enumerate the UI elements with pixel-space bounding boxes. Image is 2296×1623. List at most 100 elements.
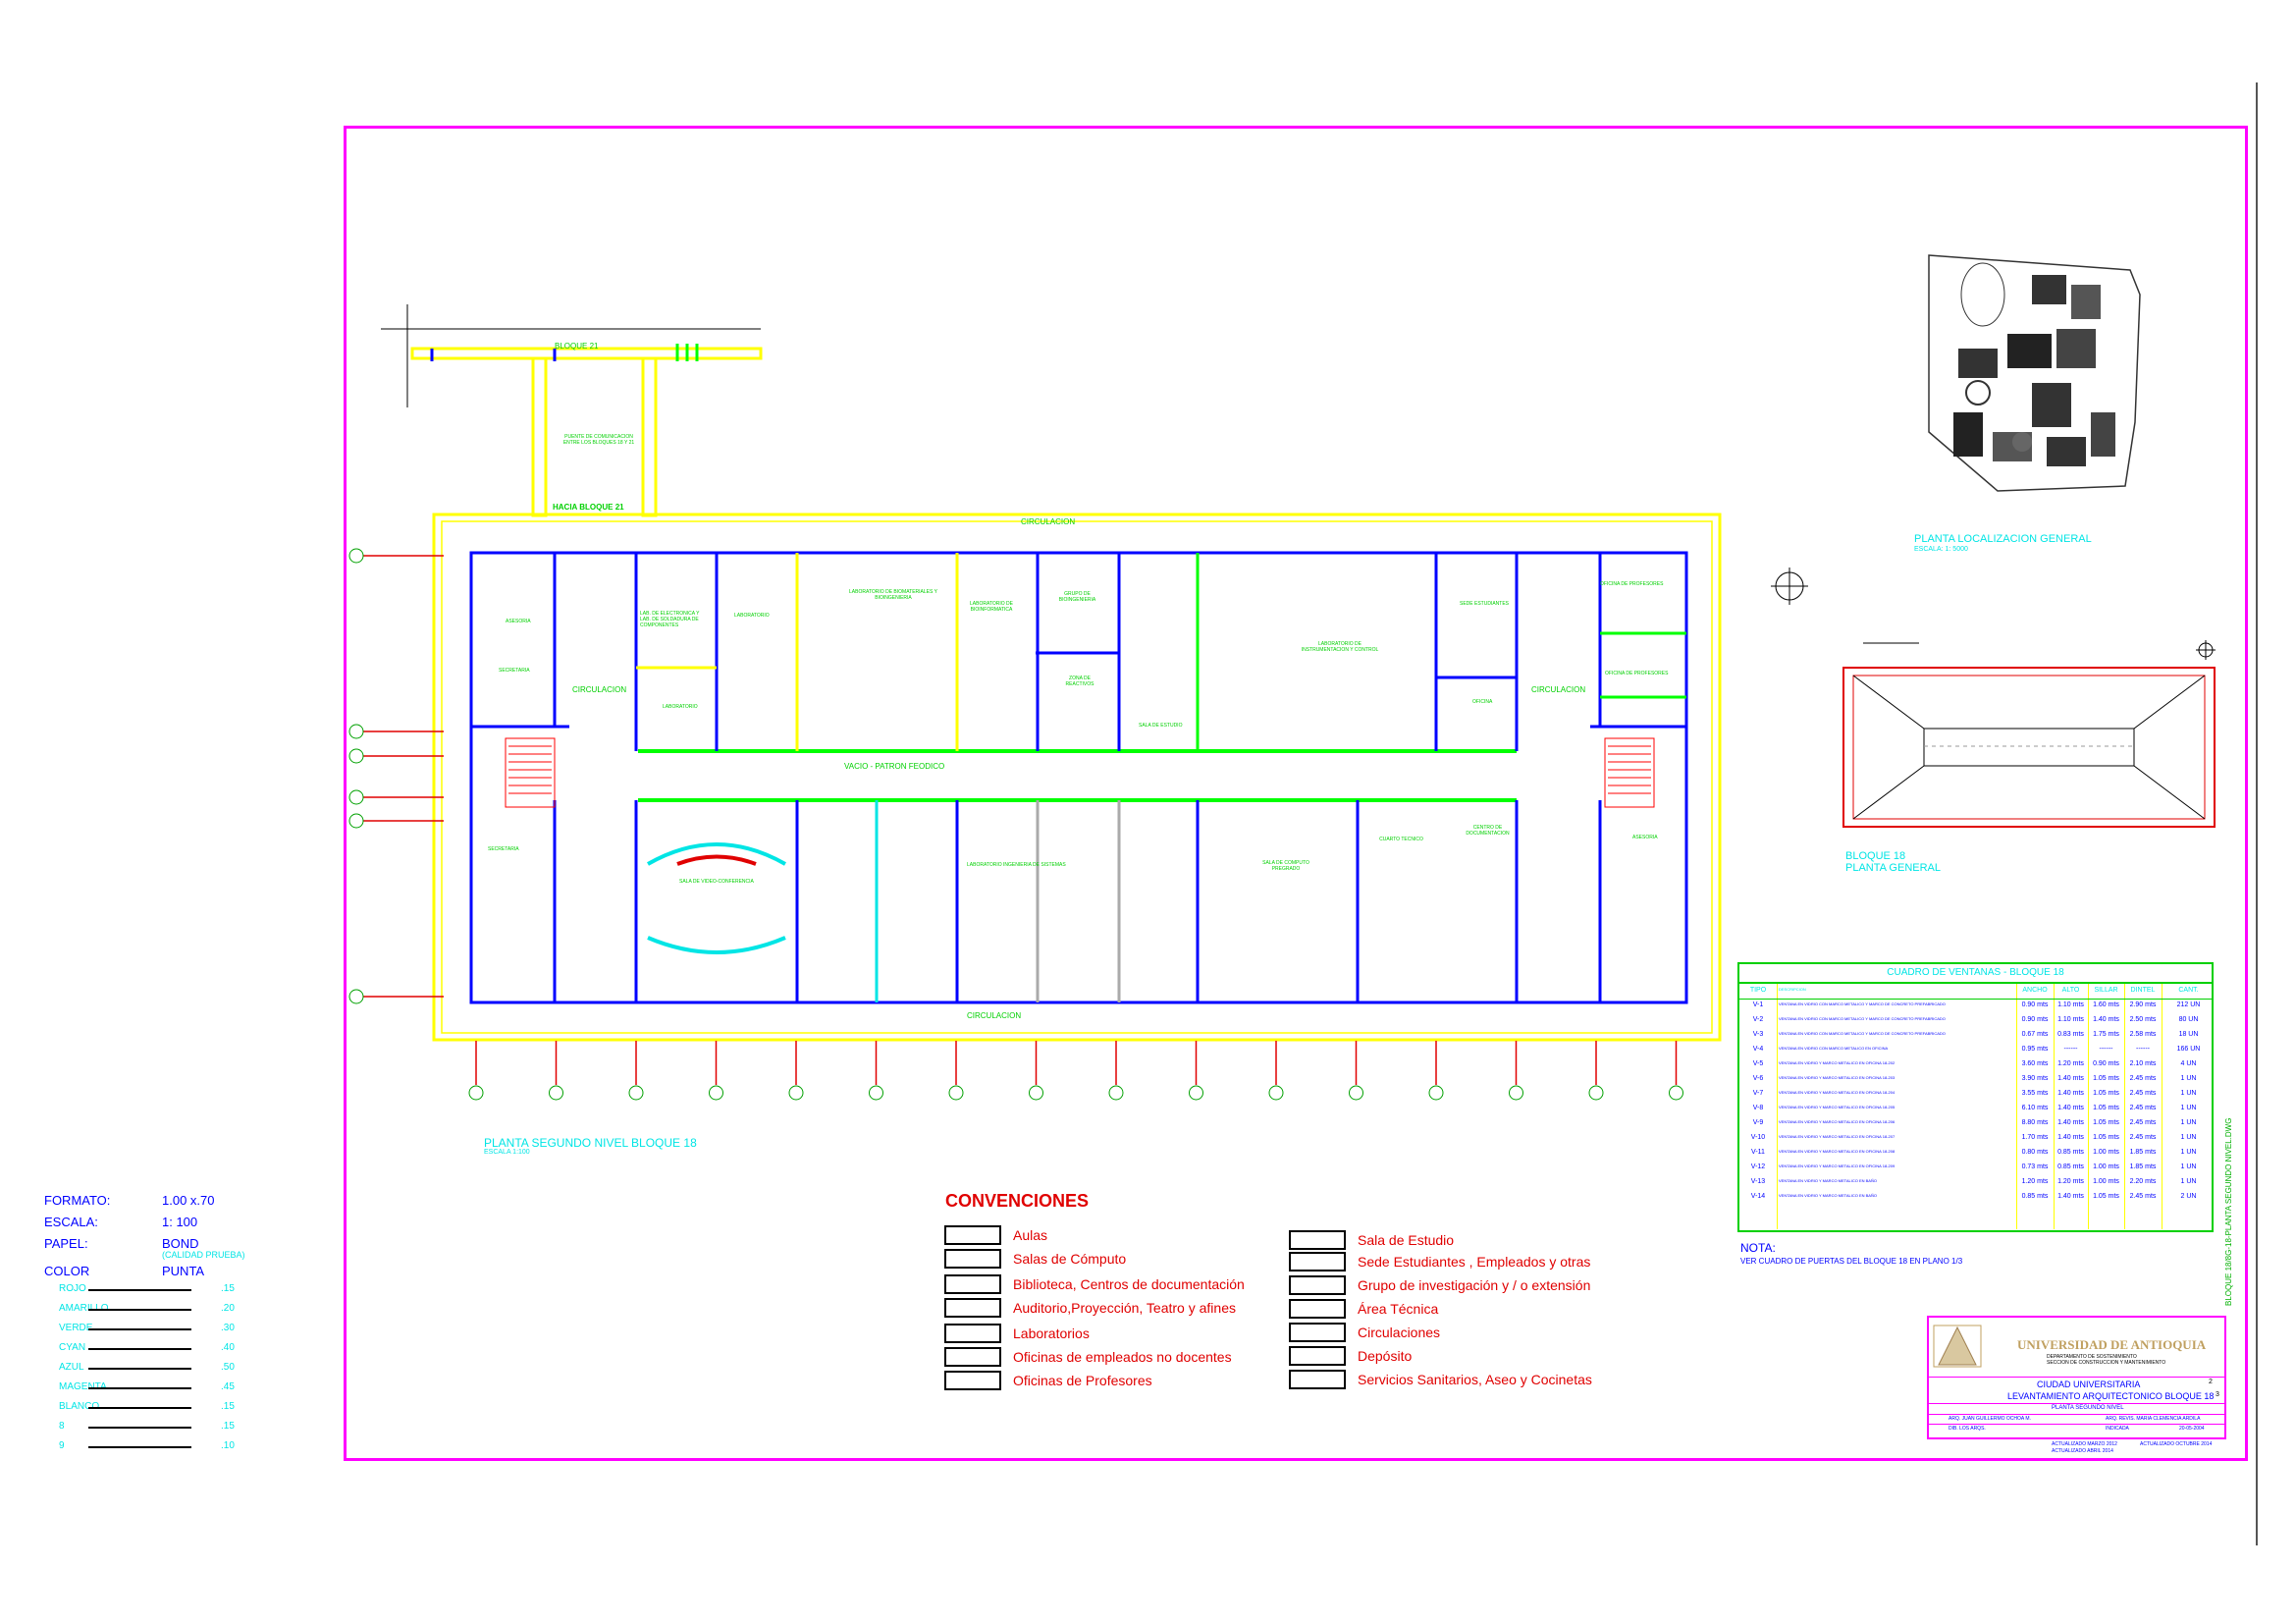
title-block: UNIVERSIDAD DE ANTIOQUIA DEPARTAMENTO DE…: [1927, 1316, 2226, 1439]
table-cell: 2.58 mts: [2129, 1031, 2157, 1038]
fecha: 20-05-2004: [2179, 1426, 2205, 1432]
table-cell: 1.10 mts: [2057, 1001, 2084, 1008]
table-cell: V-3: [1752, 1031, 1764, 1038]
papel-label: PAPEL:: [44, 1236, 88, 1251]
table-cell: 1.85 mts: [2129, 1149, 2157, 1156]
grid-axis-bubble: [788, 1085, 804, 1101]
table-cell: 2.45 mts: [2129, 1105, 2157, 1111]
pen-row: CYAN.40: [59, 1342, 235, 1353]
table-cell: VENTANA EN VIDRIO CON MARCO METALICO Y M…: [1779, 1001, 1946, 1006]
room-sala-computo: SALA DE COMPUTO PREGRADO: [1262, 860, 1309, 872]
papel-note: (CALIDAD PRUEBA): [162, 1250, 245, 1260]
pen-width: .45: [221, 1381, 235, 1392]
pen-color-name: VERDE: [59, 1323, 93, 1333]
pen-color-name: 9: [59, 1440, 65, 1451]
grid-axis-bubble: [348, 724, 364, 739]
room-lab-instrumentacion: LABORATORIO DE INSTRUMENTACION Y CONTROL: [1301, 641, 1379, 653]
convenciones-title: CONVENCIONES: [945, 1191, 1090, 1211]
room-centro-doc: CENTRO DE DOCUMENTACION: [1466, 825, 1510, 837]
grid-axis-bubble: [948, 1085, 964, 1101]
room-lab-bioinformatica: LABORATORIO DE BIOINFORMATICA: [970, 601, 1013, 613]
nota-title: NOTA:: [1740, 1241, 1776, 1255]
convention-swatch: [1289, 1230, 1346, 1250]
table-cell: V-2: [1752, 1016, 1764, 1023]
pen-color-name: AMARILLO: [59, 1303, 109, 1314]
university-name: UNIVERSIDAD DE ANTIOQUIA: [2017, 1337, 2207, 1352]
pen-color-name: MAGENTA: [59, 1381, 107, 1392]
table-header-cell: DINTEL: [2130, 987, 2156, 994]
formato-value: 1.00 x.70: [162, 1193, 215, 1208]
room-sala-estudio: SALA DE ESTUDIO: [1139, 723, 1183, 729]
conference-room-seating: [647, 842, 786, 954]
sheet-edge-line: [2256, 82, 2258, 1545]
pen-width: .50: [221, 1362, 235, 1373]
table-cell: 166 UN: [2176, 1046, 2201, 1053]
bloque21-label: BLOQUE 21: [555, 342, 599, 351]
table-header-cell: SILLAR: [2094, 987, 2118, 994]
actualizado-1: ACTUALIZADO MARZO 2012: [2052, 1441, 2117, 1447]
table-cell: 1.05 mts: [2093, 1090, 2119, 1097]
convention-label: Servicios Sanitarios, Aseo y Cocinetas: [1358, 1372, 1592, 1387]
localizacion-title: PLANTA LOCALIZACION GENERAL: [1914, 533, 2092, 545]
bloque18-subtitle: PLANTA GENERAL: [1845, 862, 1941, 874]
table-cell: 0.95 mts: [2021, 1046, 2049, 1053]
table-cell: 1.40 mts: [2057, 1105, 2084, 1111]
campus: CIUDAD UNIVERSITARIA: [2037, 1380, 2141, 1389]
grid-axis-bubble: [348, 989, 364, 1004]
table-cell: 1 UN: [2180, 1149, 2197, 1156]
room-cuarto-tecnico: CUARTO TECNICO: [1379, 837, 1423, 842]
convention-swatch: [944, 1249, 1001, 1269]
convention-swatch: [1289, 1370, 1346, 1389]
grid-axes-bottom: [468, 1041, 1683, 1101]
drawing-frame: [344, 126, 2248, 1461]
dibujo: DIB. LOS ARQS.: [1949, 1426, 1986, 1432]
table-cell: 1.40 mts: [2057, 1090, 2084, 1097]
convention-label: Sede Estudiantes , Empleados y otras: [1358, 1254, 1591, 1270]
pen-row: ROJO.15: [59, 1283, 235, 1294]
table-cell: ------: [2136, 1046, 2150, 1053]
table-cell: 1.40 mts: [2093, 1016, 2119, 1023]
side-file-label: BLOQUE 18/8G-18-PLANTA SEGUNDO NIVEL.DWG: [2224, 1117, 2233, 1306]
grid-axis-bubble: [628, 1085, 644, 1101]
grid-axis-bubble: [1108, 1085, 1124, 1101]
room-lab-ingenieria: LABORATORIO INGENIERIA DE SISTEMAS: [967, 862, 1066, 868]
table-cell: 4 UN: [2180, 1060, 2197, 1067]
arq-1: ARQ. JUAN GUILLERMO OCHOA M.: [1949, 1416, 2031, 1422]
grid-axis-bubble: [869, 1085, 883, 1101]
corridor-walls: [471, 725, 1686, 802]
table-cell: V-8: [1752, 1105, 1764, 1111]
table-cell: V-12: [1750, 1163, 1766, 1170]
table-cell: 18 UN: [2178, 1031, 2199, 1038]
table-cell: V-5: [1752, 1060, 1764, 1067]
table-cell: 1.40 mts: [2057, 1134, 2084, 1141]
table-cell: 1.05 mts: [2093, 1193, 2119, 1200]
puente-label: PUENTE DE COMUNICACION ENTRE LOS BLOQUES…: [562, 434, 635, 446]
table-cell: 1.70 mts: [2021, 1134, 2049, 1141]
table-cell: VENTANA EN VIDRIO Y MARCO METALICO EN OF…: [1779, 1090, 1896, 1095]
convention-swatch: [944, 1225, 1001, 1245]
table-cell: 1.05 mts: [2093, 1134, 2119, 1141]
room-laboratorio-1: LABORATORIO: [663, 704, 698, 710]
convention-label: Grupo de investigación y / o extensión: [1358, 1277, 1591, 1293]
table-cell: 0.90 mts: [2021, 1001, 2049, 1008]
formato-label: FORMATO:: [44, 1193, 111, 1208]
table-cell: 8.80 mts: [2021, 1119, 2049, 1126]
table-cell: 1.40 mts: [2057, 1075, 2084, 1082]
grid-axis-bubble: [1509, 1085, 1523, 1101]
grid-axis-bubble: [348, 813, 364, 829]
convention-swatch: [1289, 1323, 1346, 1342]
university-logo: [1933, 1325, 1982, 1368]
pen-color-name: BLANCO: [59, 1401, 100, 1412]
table-cell: 1.05 mts: [2093, 1105, 2119, 1111]
convention-label: Área Técnica: [1358, 1301, 1439, 1317]
table-cell: 1.40 mts: [2057, 1119, 2084, 1126]
convention-swatch: [1289, 1346, 1346, 1366]
table-cell: 1 UN: [2180, 1134, 2197, 1141]
convention-label: Biblioteca, Centros de documentación: [1013, 1276, 1245, 1292]
table-cell: 1.75 mts: [2093, 1031, 2119, 1038]
table-cell: VENTANA EN VIDRIO CON MARCO METALICO EN …: [1779, 1046, 1889, 1051]
convention-label: Aulas: [1013, 1227, 1048, 1243]
pen-line: [88, 1407, 191, 1409]
pen-color-name: AZUL: [59, 1362, 84, 1373]
table-cell: 0.73 mts: [2021, 1163, 2049, 1170]
